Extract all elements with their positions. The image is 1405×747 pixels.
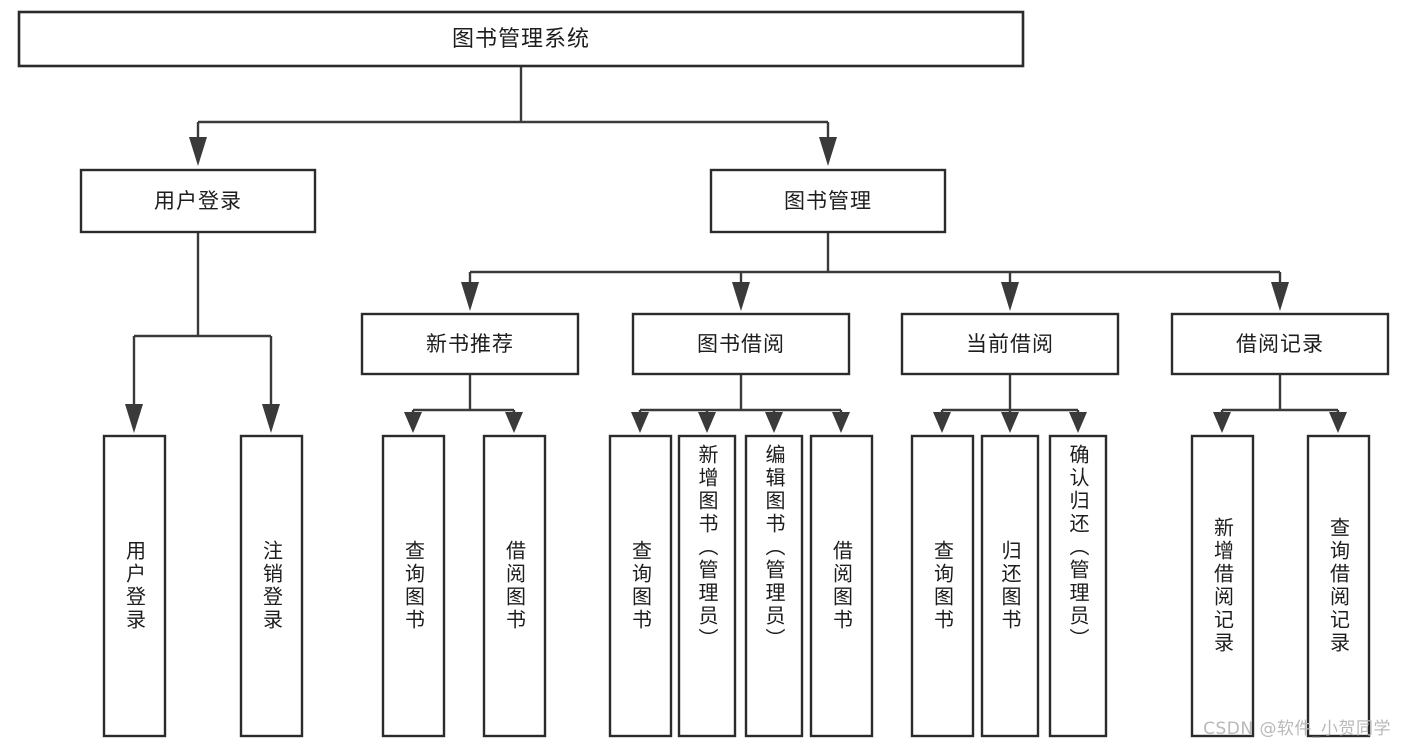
connector-group-new-book-recommend [404,374,523,433]
node-root-label: 图书管理系统 [452,27,590,52]
arrow-down-icon [698,412,716,433]
node-root-box[interactable] [17,10,1025,68]
node-leaf-add-book-box[interactable] [677,434,737,738]
arrow-down-icon [1001,282,1019,311]
arrow-down-icon [631,412,649,433]
node-leaf-borrow-book-1-box[interactable] [482,434,547,738]
arrow-down-icon [832,412,850,433]
leaf-boxes [102,434,1371,738]
arrow-down-icon [262,404,280,433]
arrow-down-icon [819,137,837,166]
node-book-manage[interactable]: 图书管理 [709,168,947,234]
node-book-manage-label: 图书管理 [784,189,872,213]
node-leaf-edit-book-box[interactable] [744,434,804,738]
arrow-down-icon [933,412,951,433]
arrow-down-icon [1271,282,1289,311]
node-new-book-recommend-box[interactable] [360,312,580,376]
node-new-book-recommend-label: 新书推荐 [426,332,514,356]
node-borrow-record[interactable]: 借阅记录 [1170,312,1390,376]
node-leaf-confirm-return-box[interactable] [1048,434,1108,738]
connector-group-book-manage [461,233,1289,311]
node-current-borrow-label: 当前借阅 [966,332,1054,356]
arrow-down-icon [1069,412,1087,433]
node-borrow-record-box[interactable] [1170,312,1390,376]
node-user-login[interactable]: 用户登录 [79,168,317,234]
connector-group-book-borrow [631,374,850,433]
node-borrow-record-label: 借阅记录 [1236,332,1324,356]
node-leaf-user-logout-box[interactable] [239,434,304,738]
connector-group-current-borrow [933,374,1087,433]
node-book-borrow-label: 图书借阅 [697,332,785,356]
arrow-down-icon [125,404,143,433]
arrow-down-icon [765,412,783,433]
arrow-down-icon [461,282,479,311]
node-leaf-return-book-box[interactable] [980,434,1040,738]
arrow-down-icon [1001,412,1019,433]
connector-group-root [189,67,837,166]
arrow-down-icon [732,282,750,311]
arrow-down-icon [505,412,523,433]
node-leaf-user-login-box[interactable] [102,434,167,738]
node-leaf-query-book-3-box[interactable] [910,434,975,738]
node-leaf-borrow-book-2-box[interactable] [809,434,874,738]
arrow-down-icon [1329,412,1347,433]
node-leaf-add-record-box[interactable] [1190,434,1255,738]
node-root[interactable]: 图书管理系统 [17,10,1025,68]
node-book-borrow[interactable]: 图书借阅 [631,312,851,376]
node-book-borrow-box[interactable] [631,312,851,376]
node-leaf-query-book-2-box[interactable] [608,434,673,738]
connector-group-user-login [125,233,280,433]
arrow-down-icon [1213,412,1231,433]
connector-group-borrow-record [1213,374,1347,433]
node-leaf-query-record-box[interactable] [1306,434,1371,738]
node-current-borrow[interactable]: 当前借阅 [900,312,1120,376]
arrow-down-icon [189,137,207,166]
node-user-login-label: 用户登录 [154,189,242,213]
node-book-manage-box[interactable] [709,168,947,234]
node-current-borrow-box[interactable] [900,312,1120,376]
watermark: CSDN @软件_小贺同学 [1203,719,1391,739]
arrow-down-icon [404,412,422,433]
node-new-book-recommend[interactable]: 新书推荐 [360,312,580,376]
node-user-login-box[interactable] [79,168,317,234]
node-leaf-query-book-1-box[interactable] [381,434,446,738]
